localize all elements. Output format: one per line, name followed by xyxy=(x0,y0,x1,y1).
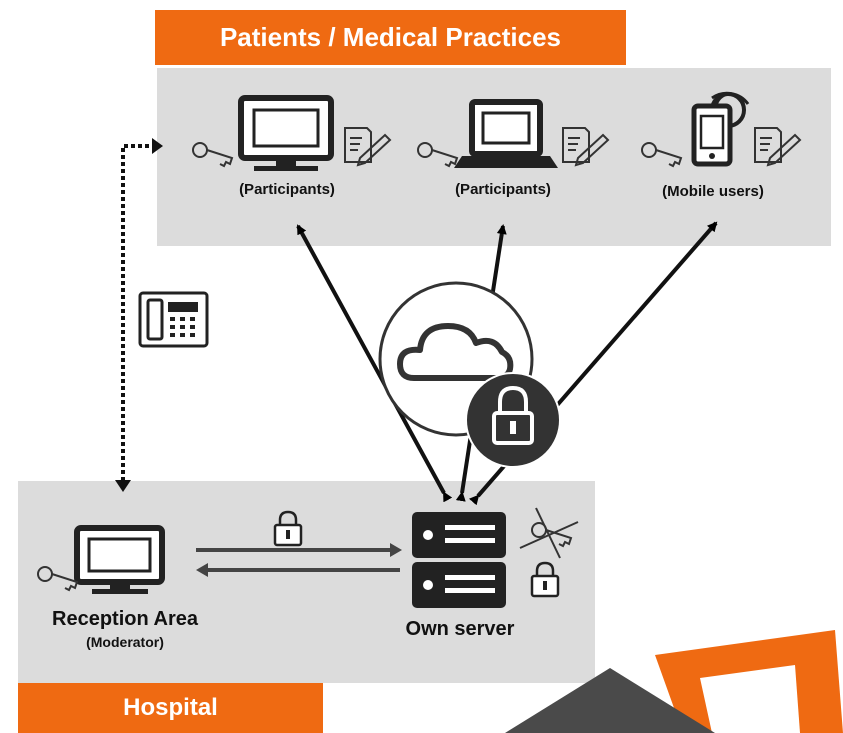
key-icon xyxy=(641,142,683,168)
telephone-icon xyxy=(138,291,209,348)
device-label-participants-laptop: (Participants) xyxy=(455,181,551,198)
patients-banner: Patients / Medical Practices xyxy=(155,10,626,65)
server-label: Own server xyxy=(405,618,515,640)
lock-icon xyxy=(273,510,303,547)
logo-icon xyxy=(505,630,843,733)
server-icon xyxy=(412,512,506,608)
mobile-phone-icon xyxy=(691,91,750,167)
device-label-participants-desktop: (Participants) xyxy=(239,181,335,198)
key-icon xyxy=(192,142,234,168)
reception-area-title: Reception Area xyxy=(52,608,198,630)
hospital-banner: Hospital xyxy=(18,683,323,733)
key-icon xyxy=(37,566,79,592)
no-key-icon xyxy=(519,507,579,559)
desktop-monitor-icon xyxy=(238,95,334,171)
key-icon xyxy=(417,142,459,168)
document-edit-icon xyxy=(562,127,610,167)
reception-monitor-icon xyxy=(74,525,165,594)
phone-connection-line xyxy=(115,138,163,492)
laptop-icon xyxy=(454,99,558,168)
device-label-mobile-users: (Mobile users) xyxy=(662,183,764,200)
reception-area-subtitle: (Moderator) xyxy=(86,634,164,650)
lock-icon xyxy=(530,561,560,598)
reception-server-arrows xyxy=(196,543,402,577)
document-edit-icon xyxy=(344,127,392,167)
secure-lock-icon xyxy=(465,372,561,468)
document-edit-icon xyxy=(754,127,802,167)
